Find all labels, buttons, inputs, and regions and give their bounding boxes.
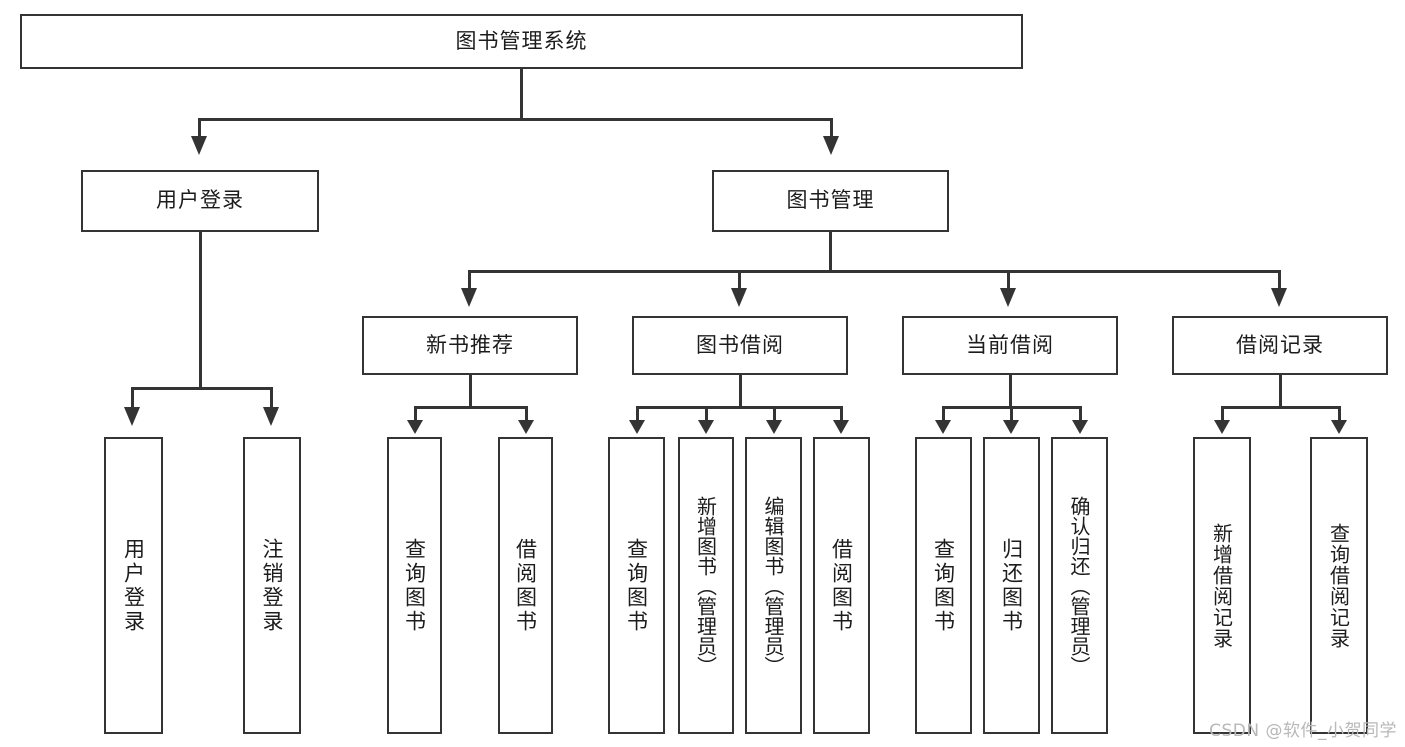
connector-book-borrow-branch-4 (840, 406, 843, 422)
arrow-to-new-book-recommend (461, 288, 477, 307)
node-label: 借阅记录 (1236, 332, 1324, 357)
node-user-login[interactable]: 用户登录 (81, 170, 319, 232)
arrow-root-to-book-mgmt (823, 136, 839, 155)
node-label: 图书管理 (786, 188, 875, 213)
leaf-borrow-book[interactable]: 借阅图书 (813, 437, 870, 734)
leaf-query-book-recommend[interactable]: 查询图书 (387, 437, 442, 734)
arrow-to-leaf-add-record (1214, 420, 1230, 434)
connector-borrow-records-branch-1 (1221, 406, 1224, 422)
connector-root-to-user-login (198, 118, 201, 138)
connector-user-login-branch-1 (131, 387, 134, 409)
node-label: 查询图书 (402, 537, 427, 634)
connector-borrow-records-bus (1221, 406, 1340, 409)
arrow-to-leaf-query-record (1331, 420, 1347, 434)
node-label: 借阅图书 (829, 537, 854, 634)
arrow-to-leaf-query-book-2 (629, 420, 645, 434)
connector-current-borrow-branch-1 (942, 406, 945, 422)
node-book-borrow[interactable]: 图书借阅 (632, 316, 848, 375)
arrow-to-current-borrow (1000, 288, 1016, 307)
connector-current-borrow-stem (1009, 375, 1012, 408)
connector-new-book-branch-1 (414, 406, 417, 422)
connector-book-borrow-branch-2 (705, 406, 708, 422)
node-label: 借阅图书 (513, 537, 538, 634)
connector-user-login-bus (131, 387, 272, 390)
arrow-to-leaf-add-book (698, 420, 714, 434)
node-root-system[interactable]: 图书管理系统 (20, 14, 1023, 69)
leaf-return-book[interactable]: 归还图书 (983, 437, 1040, 734)
arrow-to-leaf-query-book-1 (407, 420, 423, 434)
arrow-to-leaf-query-book-3 (935, 420, 951, 434)
connector-new-book-stem (469, 375, 472, 408)
watermark-text: CSDN @软件_小贺同学 (1209, 721, 1397, 741)
node-book-management[interactable]: 图书管理 (712, 170, 949, 232)
connector-book-mgmt-branch-2 (738, 270, 741, 290)
arrow-to-leaf-borrow-book-2 (833, 420, 849, 434)
node-current-borrow[interactable]: 当前借阅 (902, 316, 1118, 375)
node-label: 查询图书 (931, 537, 956, 634)
leaf-query-borrow-record[interactable]: 查询借阅记录 (1310, 437, 1368, 734)
node-label: 归还图书 (999, 537, 1024, 634)
connector-borrow-records-stem (1279, 375, 1282, 408)
connector-root-stem (520, 69, 523, 120)
arrow-root-to-user-login (191, 136, 207, 155)
arrow-to-leaf-confirm-return (1072, 420, 1088, 434)
arrow-to-leaf-user-login (124, 407, 140, 426)
node-label: 新增图书（管理员） (693, 495, 718, 676)
connector-book-borrow-stem (739, 375, 742, 408)
leaf-user-login[interactable]: 用户登录 (104, 437, 163, 734)
connector-user-login-stem (199, 232, 202, 389)
leaf-confirm-return-admin[interactable]: 确认归还（管理员） (1051, 437, 1108, 734)
node-label: 图书借阅 (696, 332, 784, 357)
connector-book-mgmt-branch-1 (468, 270, 471, 290)
arrow-to-leaf-return-book (1003, 420, 1019, 434)
leaf-query-book-borrow[interactable]: 查询图书 (608, 437, 665, 734)
arrow-to-leaf-edit-book (766, 420, 782, 434)
node-label: 新书推荐 (426, 332, 514, 357)
connector-book-borrow-branch-3 (773, 406, 776, 422)
leaf-borrow-book-recommend[interactable]: 借阅图书 (498, 437, 553, 734)
node-label: 查询图书 (624, 537, 649, 634)
node-label: 编辑图书（管理员） (761, 495, 785, 676)
connector-book-mgmt-bus (468, 270, 1280, 273)
connector-book-mgmt-branch-4 (1278, 270, 1281, 290)
leaf-logout[interactable]: 注销登录 (243, 437, 301, 734)
node-label: 用户登录 (156, 188, 244, 213)
arrow-to-leaf-borrow-book-1 (518, 420, 534, 434)
connector-book-mgmt-branch-3 (1007, 270, 1010, 290)
node-label: 用户登录 (121, 537, 146, 634)
node-label: 注销登录 (260, 537, 284, 634)
connector-book-mgmt-stem (829, 232, 832, 272)
leaf-add-borrow-record[interactable]: 新增借阅记录 (1193, 437, 1251, 734)
connector-book-borrow-branch-1 (636, 406, 639, 422)
node-label: 当前借阅 (966, 332, 1054, 357)
leaf-add-book-admin[interactable]: 新增图书（管理员） (678, 437, 734, 734)
node-new-book-recommend[interactable]: 新书推荐 (362, 316, 578, 375)
node-label: 查询借阅记录 (1326, 522, 1351, 649)
connector-new-book-bus (414, 406, 527, 409)
connector-borrow-records-branch-2 (1338, 406, 1341, 422)
connector-user-login-branch-2 (270, 387, 273, 409)
connector-book-borrow-bus (636, 406, 842, 409)
leaf-query-book-current[interactable]: 查询图书 (915, 437, 972, 734)
connector-current-borrow-branch-2 (1010, 406, 1013, 422)
connector-new-book-branch-2 (525, 406, 528, 422)
arrow-to-book-borrow (731, 288, 747, 307)
node-label: 新增借阅记录 (1209, 522, 1234, 649)
node-borrow-records[interactable]: 借阅记录 (1172, 316, 1388, 375)
connector-root-to-book-mgmt (830, 118, 833, 138)
leaf-edit-book-admin[interactable]: 编辑图书（管理员） (745, 437, 802, 734)
arrow-to-leaf-logout (263, 407, 279, 426)
node-label: 确认归还（管理员） (1067, 495, 1091, 676)
arrow-to-borrow-records (1271, 288, 1287, 307)
connector-current-borrow-branch-3 (1079, 406, 1082, 422)
node-label: 图书管理系统 (455, 28, 588, 53)
connector-root-bus (198, 118, 833, 121)
